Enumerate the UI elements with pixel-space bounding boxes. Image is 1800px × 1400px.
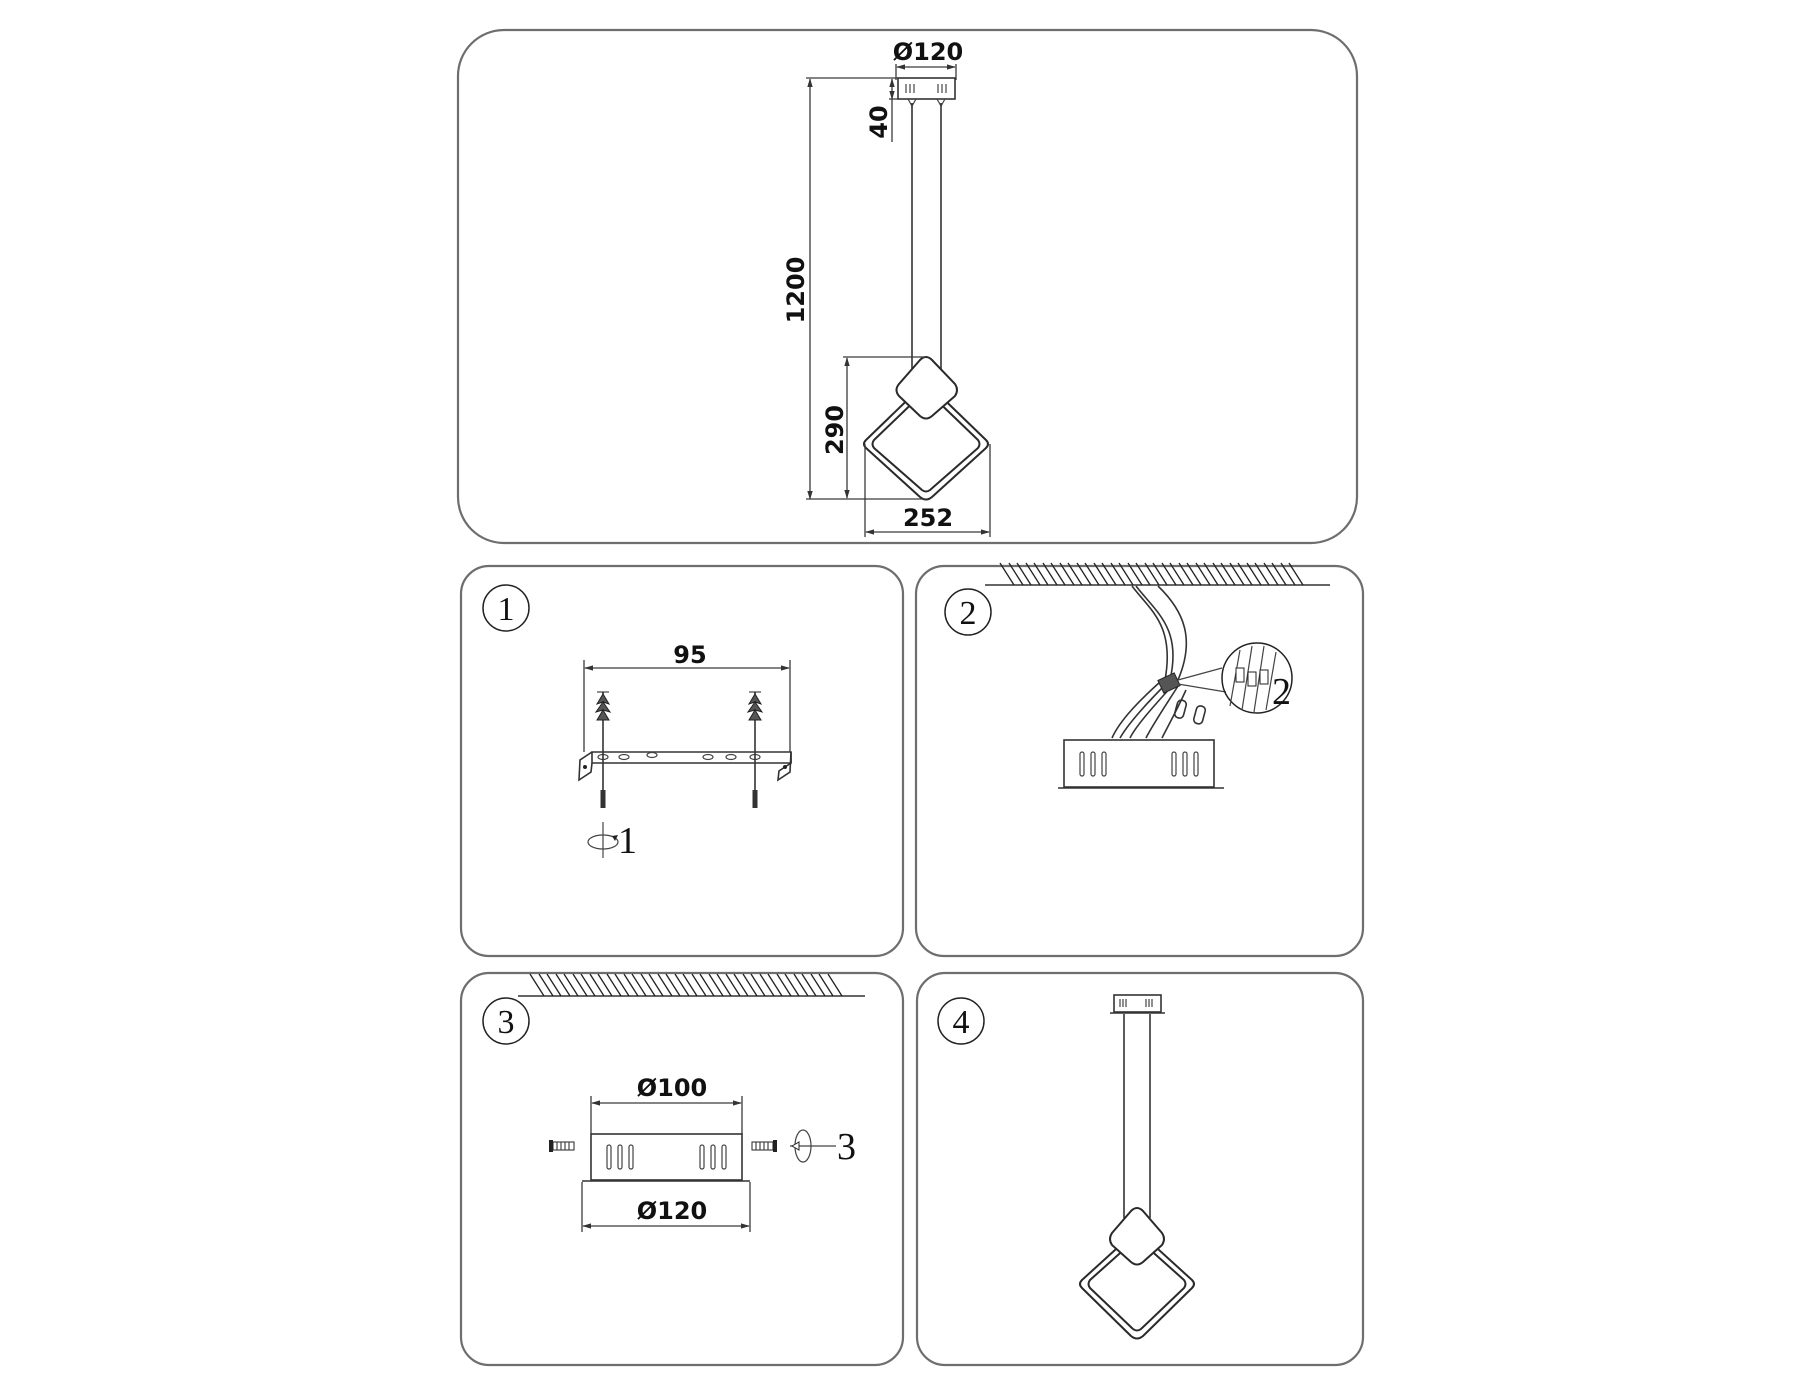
driver-box [582, 1133, 750, 1182]
dim-canopy-diameter: Ø120 [893, 38, 964, 66]
ceiling [985, 562, 1330, 586]
suspension-rods [1123, 1014, 1151, 1218]
svg-text:3: 3 [498, 1004, 515, 1041]
dim-outer-diameter: Ø120 [637, 1197, 708, 1225]
step-1-action-label: 1 [618, 820, 637, 862]
overview-dimensions: Ø120 1200 40 290 252 [782, 38, 991, 537]
canopy [897, 77, 956, 108]
overview-frame [456, 28, 1359, 545]
lamp-shade [1079, 1207, 1195, 1340]
step-3-badge: 3 [482, 997, 530, 1045]
step-2-badge: 2 [944, 588, 992, 636]
terminal-block [1157, 672, 1181, 694]
dim-total-height: 1200 [782, 257, 810, 324]
suspension-rods [911, 103, 942, 370]
svg-text:1: 1 [498, 591, 515, 628]
step-3-action-label: 3 [837, 1126, 856, 1168]
step-3-frame [459, 971, 905, 1367]
step-1-frame [459, 564, 905, 958]
step-4-panel: 4 [915, 971, 1365, 1367]
overview-panel: Ø120 1200 40 290 252 [456, 28, 1359, 545]
wire-connectors [1173, 699, 1207, 725]
rotate-icon: 1 [587, 820, 637, 862]
ceiling [518, 973, 865, 997]
step-2-panel: 2 [914, 562, 1365, 958]
dim-inner-diameter: Ø100 [637, 1074, 708, 1102]
side-screws [549, 1140, 777, 1152]
lamp-shade [863, 356, 989, 501]
wall-anchors [594, 691, 764, 808]
step-1-panel: 1 95 [459, 564, 905, 958]
dim-shade-width: 252 [903, 504, 953, 532]
canopy [1110, 994, 1165, 1014]
step-4-badge: 4 [937, 997, 985, 1045]
driver-box [1058, 739, 1224, 789]
dim-shade-height: 290 [821, 405, 849, 455]
step-4-frame [915, 971, 1365, 1367]
wiring-detail-callout: 2 [1177, 642, 1293, 714]
step-2-detail-label: 2 [1272, 671, 1291, 713]
dim-canopy-height: 40 [865, 105, 893, 138]
svg-text:2: 2 [960, 595, 977, 632]
step-1-badge: 1 [482, 584, 530, 632]
rotate-icon: 3 [790, 1126, 856, 1168]
step-3-panel: 3 Ø100 Ø120 [459, 971, 905, 1367]
step-2-frame [914, 564, 1365, 958]
svg-text:4: 4 [953, 1004, 970, 1041]
dim-bracket-width: 95 [673, 641, 706, 669]
